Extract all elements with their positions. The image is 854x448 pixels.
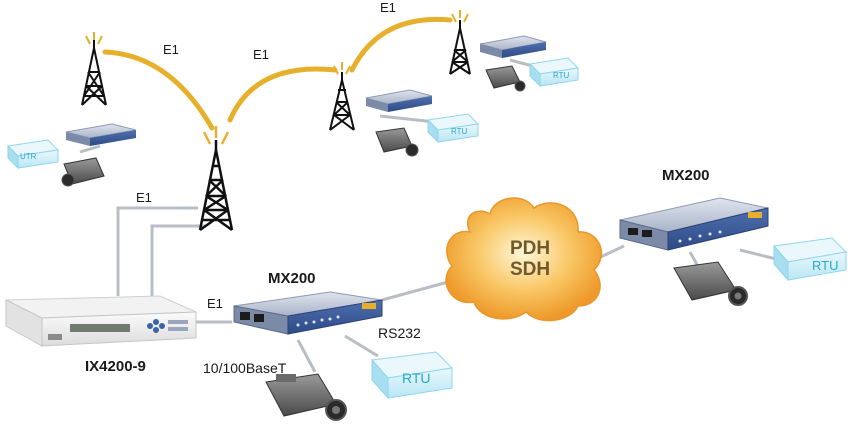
cloud-label-sdh: SDH bbox=[509, 259, 551, 280]
ethernet-port-label: 10/100BaseT bbox=[203, 360, 287, 376]
rtu-box-center bbox=[370, 351, 454, 400]
pdh-sdh-cloud bbox=[445, 197, 603, 322]
cable-small-1 bbox=[79, 144, 101, 154]
rtu-label-top: RTU bbox=[553, 71, 570, 80]
radio-link-top bbox=[349, 16, 453, 73]
camera-top bbox=[485, 65, 526, 92]
cable-mx-camera bbox=[296, 339, 317, 373]
cable-tower-ix-2 bbox=[150, 224, 206, 296]
e1-label-cable: E1 bbox=[136, 190, 152, 205]
cable-tower-ix-1 bbox=[116, 206, 198, 296]
rtu-label-left: UTR bbox=[20, 152, 37, 161]
camera-middle bbox=[375, 127, 419, 157]
tower-center bbox=[198, 126, 234, 232]
e1-label-left: E1 bbox=[163, 42, 179, 57]
ix4200-label: IX4200-9 bbox=[85, 358, 146, 375]
modem-left bbox=[65, 123, 137, 146]
radio-links bbox=[102, 16, 453, 131]
tower-top-right bbox=[449, 10, 471, 75]
ix4200-unit bbox=[5, 295, 197, 347]
cable-mxright-rtu bbox=[739, 248, 781, 262]
e1-label-middle: E1 bbox=[253, 47, 269, 62]
rtu-box-top bbox=[528, 57, 580, 88]
rtu-box-right bbox=[773, 237, 848, 282]
cloud-label-pdh: PDH bbox=[509, 238, 551, 259]
rtu-label-right: RTU bbox=[812, 258, 839, 273]
radio-link-left bbox=[102, 49, 215, 131]
mx200-right-unit bbox=[619, 197, 769, 251]
radio-link-middle bbox=[227, 66, 338, 123]
mx200-center-label: MX200 bbox=[268, 270, 316, 287]
mx200-right-label: MX200 bbox=[662, 167, 710, 184]
cable-small-2 bbox=[379, 114, 436, 124]
modem-middle bbox=[365, 89, 433, 112]
modem-top bbox=[479, 35, 547, 58]
rtu-label-middle: RTU bbox=[451, 127, 468, 136]
rtu-label-center: RTU bbox=[402, 370, 431, 386]
rtu-box-middle bbox=[426, 113, 480, 144]
cable-mx-cloud bbox=[381, 280, 449, 302]
cables bbox=[79, 58, 781, 373]
camera-center bbox=[265, 373, 347, 421]
camera-right bbox=[673, 261, 748, 306]
e1-label-top: E1 bbox=[380, 0, 396, 15]
cable-mx-rtu bbox=[344, 334, 379, 358]
camera-left bbox=[61, 157, 105, 187]
mx200-center-unit bbox=[233, 291, 383, 335]
rs232-label: RS232 bbox=[378, 325, 421, 341]
rtu-box-left bbox=[6, 139, 60, 170]
cloud-label: PDH SDH bbox=[495, 238, 565, 280]
tower-middle bbox=[329, 62, 355, 131]
tower-left bbox=[81, 32, 107, 106]
e1-label-ix-link: E1 bbox=[207, 296, 223, 311]
